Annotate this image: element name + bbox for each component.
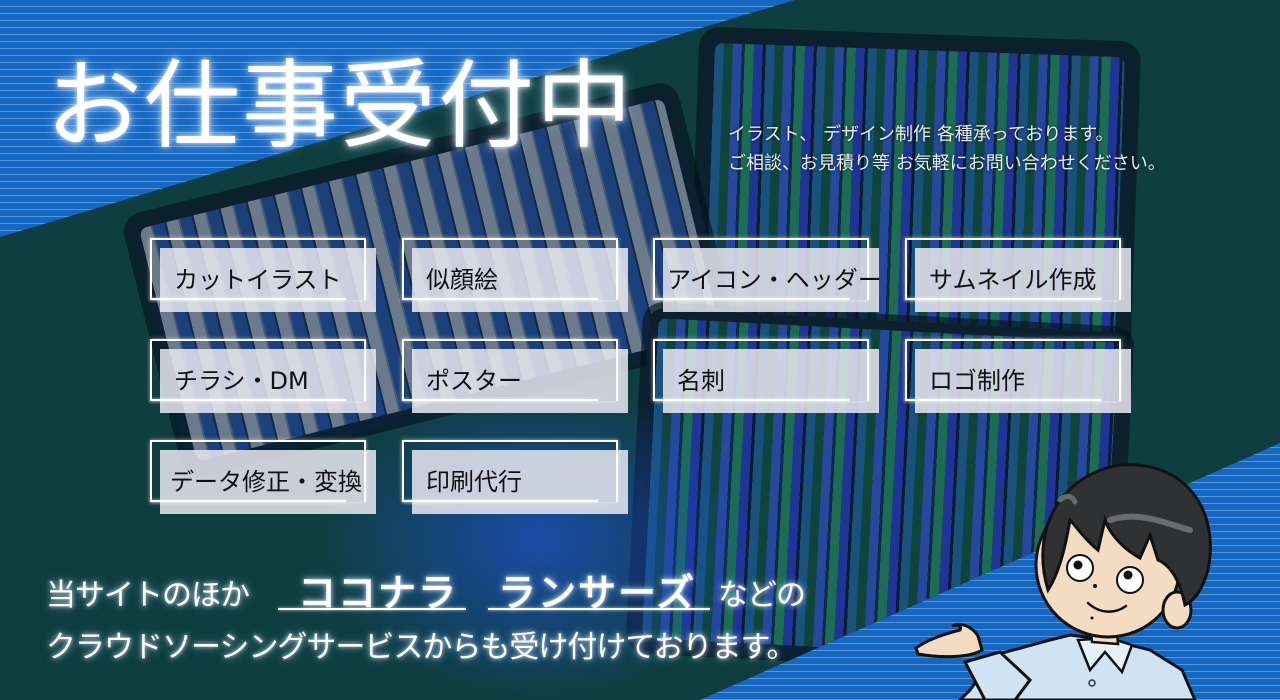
service-tag-label: 名刺 bbox=[677, 367, 725, 395]
smile bbox=[1086, 601, 1128, 613]
service-tag-label: アイコン・ヘッダー bbox=[667, 266, 882, 294]
service-tag-business-card[interactable]: 名刺 bbox=[653, 339, 879, 413]
intro-line-2: ご相談、お見積り等 お気軽にお問い合わせください。 bbox=[728, 153, 1166, 174]
service-tag-portrait[interactable]: 似顔絵 bbox=[402, 238, 628, 312]
service-tag-label: 印刷代行 bbox=[426, 468, 522, 496]
arm bbox=[962, 650, 1033, 700]
right-eye bbox=[1116, 566, 1144, 594]
service-tag-print-agency[interactable]: 印刷代行 bbox=[402, 440, 628, 514]
coconala-underline bbox=[278, 608, 466, 610]
service-tag-label: ロゴ制作 bbox=[929, 367, 1025, 395]
headline-now-accepting-work: お仕事受付中 bbox=[46, 50, 634, 162]
service-tag-thumbnail[interactable]: サムネイル作成 bbox=[905, 238, 1131, 312]
intro-line-1: イラスト、 デザイン制作 各種承っております。 bbox=[728, 124, 1114, 145]
hair bbox=[1041, 463, 1212, 608]
footer-line-1: 当サイトのほか ココナラ ランサーズ などの bbox=[46, 560, 846, 616]
footer-suffix: などの bbox=[718, 578, 806, 613]
service-tag-logo[interactable]: ロゴ制作 bbox=[905, 339, 1131, 413]
hand-palm-up bbox=[914, 622, 984, 659]
lancers-underline bbox=[488, 608, 710, 610]
service-tag-data-conversion[interactable]: データ修正・変換 bbox=[150, 440, 376, 514]
footer-line-2: クラウドソーシングサービスからも受け付けております。 bbox=[46, 630, 796, 665]
footer-prefix: 当サイトのほか bbox=[46, 578, 250, 613]
service-tag-label: データ修正・変換 bbox=[170, 468, 362, 496]
service-tag-icon-header[interactable]: アイコン・ヘッダー bbox=[653, 238, 882, 312]
blue-light-wash bbox=[320, 380, 760, 700]
service-tag-cut-illustration[interactable]: カットイラスト bbox=[150, 238, 376, 312]
service-tag-poster[interactable]: ポスター bbox=[402, 339, 628, 413]
lancers-link[interactable]: ランサーズ bbox=[498, 571, 697, 615]
service-tag-flyer-dm[interactable]: チラシ・DM bbox=[150, 339, 376, 413]
service-tag-label: サムネイル作成 bbox=[929, 266, 1097, 294]
service-tag-label: チラシ・DM bbox=[174, 367, 309, 395]
service-tag-label: 似顔絵 bbox=[426, 266, 498, 294]
intro-text: イラスト、 デザイン制作 各種承っております。 ご相談、お見積り等 お気軽にお問… bbox=[728, 120, 1166, 178]
service-tag-label: カットイラスト bbox=[174, 266, 342, 294]
service-tag-label: ポスター bbox=[426, 367, 522, 395]
presenter-boy-illustration bbox=[914, 463, 1212, 700]
coconala-link[interactable]: ココナラ bbox=[298, 571, 459, 615]
